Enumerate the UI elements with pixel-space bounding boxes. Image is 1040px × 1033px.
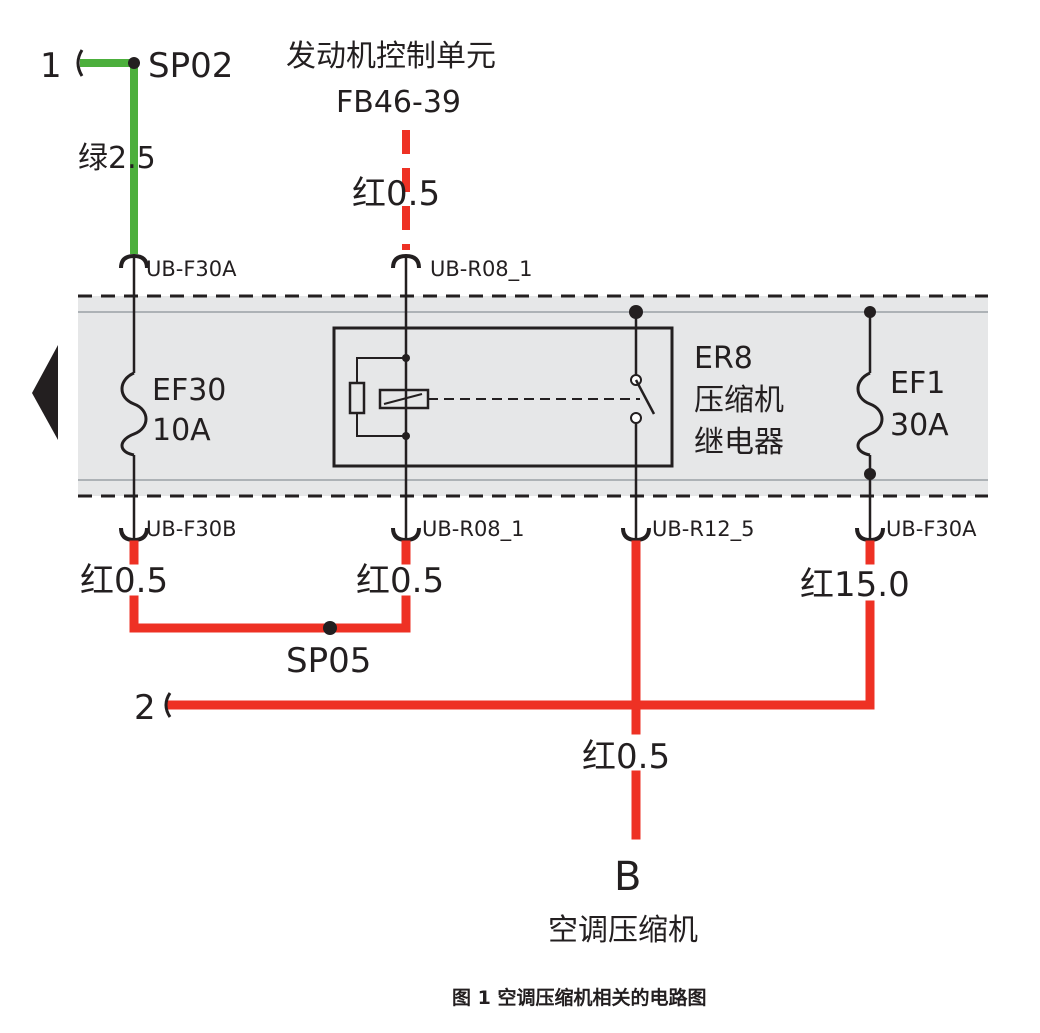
connector-1-icon [76, 49, 84, 77]
figure-caption: 图 1 空调压缩机相关的电路图 [452, 986, 706, 1009]
terminal-f30b-icon [119, 527, 149, 543]
terminal-f30b-label: UB-F30B [146, 517, 237, 541]
connector-2-label: 2 [134, 688, 156, 728]
component-name: 空调压缩机 [548, 913, 698, 948]
ecu-name-label: 发动机控制单元 [286, 39, 496, 74]
terminal-f30a-bot-label: UB-F30A [886, 517, 977, 541]
terminal-r08-bot-icon [391, 527, 421, 543]
wire-red-r08-label: 红0.5 [356, 561, 444, 601]
terminal-r12-icon [621, 527, 651, 543]
wire-red-f30b-label: 红0.5 [80, 561, 168, 601]
relay-er8 [332, 326, 674, 468]
connector-2-icon [164, 692, 172, 718]
relay-switch-blade-icon [634, 379, 656, 415]
splice-sp02-label: SP02 [148, 46, 233, 86]
splice-sp05-dot [323, 621, 337, 635]
fuse-ef30-icon [120, 371, 148, 457]
green-wire [80, 59, 138, 254]
relay-id-label: ER8 [694, 341, 753, 376]
splice-sp02-dot [128, 57, 140, 69]
relay-name-line2: 继电器 [694, 425, 784, 460]
terminal-r08-top-label: UB-R08_1 [430, 257, 533, 282]
terminal-f30a-top-label: UB-F30A [146, 257, 237, 281]
splice-sp05-label: SP05 [286, 641, 371, 681]
wire-red-main-label: 红15.0 [800, 565, 910, 605]
internal-wiring [132, 256, 872, 540]
component-letter: B [614, 854, 641, 900]
ef1-bottom-node [864, 468, 876, 480]
fuse-ef1-rating: 30A [890, 408, 949, 443]
ecu-pin-label: FB46-39 [336, 85, 461, 120]
fuse-ef30-rating: 10A [152, 413, 211, 448]
continued-arrow-icon [32, 345, 58, 440]
terminal-f30a-bot-icon [855, 527, 885, 543]
terminal-r08-bot-label: UB-R08_1 [422, 517, 525, 542]
wire-red-top-label: 红0.5 [352, 174, 440, 214]
fuse-ef30-name: EF30 [152, 373, 226, 408]
relay-top-node [629, 305, 643, 319]
ef1-top-node [864, 306, 876, 318]
connector-1-label: 1 [40, 46, 62, 86]
wire-red-bottom-label: 红0.5 [582, 737, 670, 777]
fuse-ef1-icon [856, 371, 884, 457]
wire-green-label: 绿2.5 [78, 141, 156, 176]
red-wires [129, 540, 875, 840]
terminal-r12-label: UB-R12_5 [652, 517, 755, 542]
fuse-ef1-name: EF1 [890, 366, 945, 401]
relay-name-line1: 压缩机 [694, 383, 784, 418]
